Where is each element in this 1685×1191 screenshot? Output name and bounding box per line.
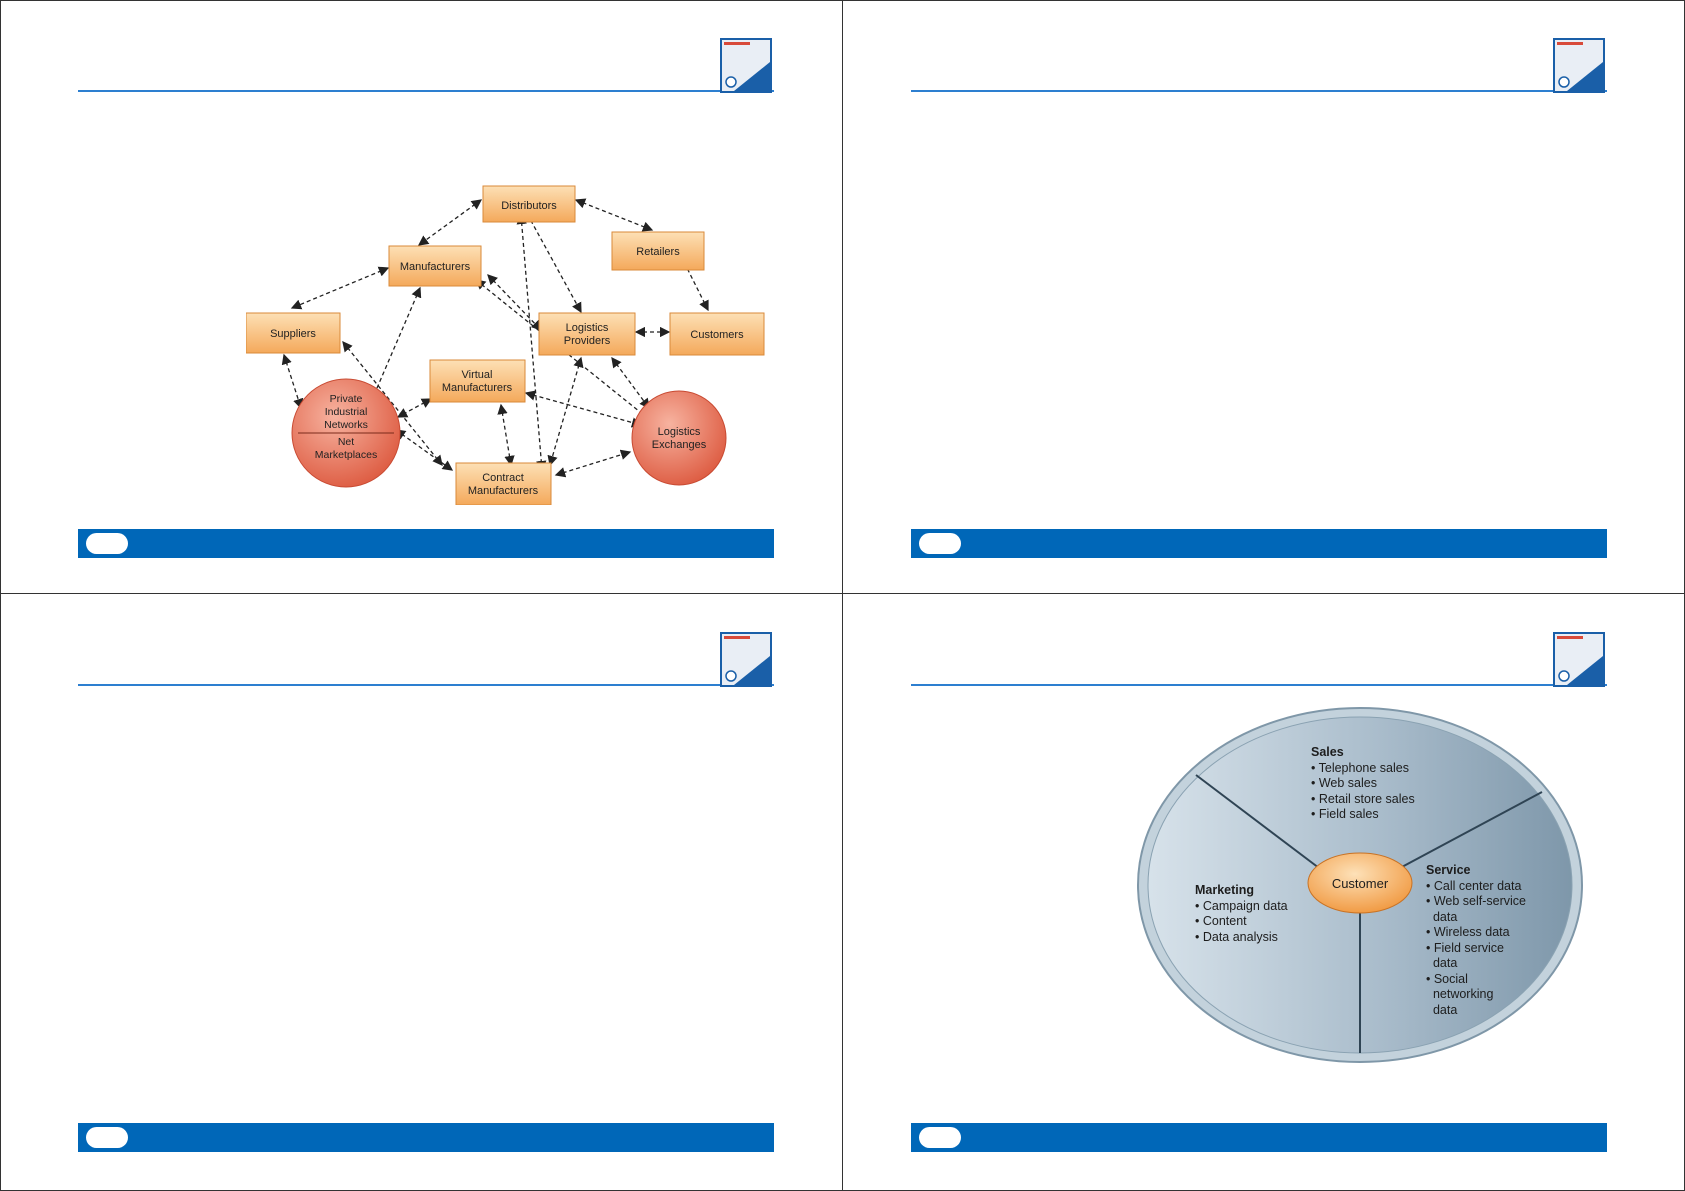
slide-footer-bar — [911, 529, 1607, 558]
node-suppliers-label: Suppliers — [270, 328, 316, 340]
crm-service-item: data — [1426, 956, 1457, 970]
node-logistics-providers: Logistics Providers — [538, 312, 636, 356]
horizontal-divider — [0, 593, 1685, 594]
node-customers: Customers — [669, 312, 765, 356]
slide-blank-top-right — [833, 0, 1675, 593]
crm-marketing-title: Marketing — [1195, 883, 1254, 897]
slide-number-pill — [86, 533, 128, 554]
node-net-marketplaces-label-2: Marketplaces — [315, 449, 377, 461]
title-rule — [911, 90, 1607, 92]
node-private-networks: Private Industrial Networks Net Marketpl… — [291, 378, 401, 488]
node-distributors: Distributors — [482, 185, 576, 223]
crm-customer-node: Customer — [1307, 852, 1413, 914]
node-manufacturers: Manufacturers — [388, 245, 482, 287]
node-contract-manufacturers: Contract Manufacturers — [455, 462, 552, 505]
node-private-networks-label-2: Industrial — [325, 406, 368, 418]
node-customers-label: Customers — [690, 329, 744, 341]
slide-number-pill — [919, 1127, 961, 1148]
node-retailers-label: Retailers — [636, 246, 680, 258]
node-retailers: Retailers — [611, 231, 705, 271]
node-virtual-manufacturers-label-2: Manufacturers — [442, 382, 513, 394]
book-logo-icon — [1553, 632, 1605, 687]
book-logo-icon — [1553, 38, 1605, 93]
book-logo-icon — [720, 38, 772, 93]
slide-number-pill — [86, 1127, 128, 1148]
slide-footer-bar — [911, 1123, 1607, 1152]
crm-marketing-item: • Campaign data — [1195, 899, 1288, 913]
crm-sales-title: Sales — [1311, 745, 1344, 759]
supply-chain-diagram: Distributors Manufacturers Retailers Sup… — [246, 180, 766, 505]
node-contract-manufacturers-label-2: Manufacturers — [468, 485, 539, 497]
crm-sales-item: • Retail store sales — [1311, 792, 1415, 806]
crm-service-item: • Field service — [1426, 941, 1504, 955]
node-private-networks-label-3: Networks — [324, 419, 368, 431]
crm-service-item: networking — [1426, 987, 1493, 1001]
slide-crm: Customer Sales • Telephone sales • Web s… — [833, 594, 1675, 1187]
node-virtual-manufacturers-label-1: Virtual — [462, 369, 493, 381]
title-rule — [78, 684, 774, 686]
node-logistics-providers-label-2: Providers — [564, 335, 611, 347]
crm-service-item: • Call center data — [1426, 879, 1521, 893]
crm-sales-item: • Telephone sales — [1311, 761, 1409, 775]
vertical-divider — [842, 0, 843, 1191]
node-private-networks-label-1: Private — [330, 393, 363, 405]
node-logistics-exchanges: Logistics Exchanges — [631, 390, 727, 486]
supply-chain-arrows — [281, 198, 709, 478]
crm-marketing-section: Marketing • Campaign data • Content • Da… — [1195, 883, 1288, 944]
node-manufacturers-label: Manufacturers — [400, 261, 471, 273]
crm-sales-item: • Web sales — [1311, 776, 1377, 790]
title-rule — [78, 90, 774, 92]
node-logistics-exchanges-label-2: Exchanges — [652, 439, 707, 451]
crm-customer-label: Customer — [1332, 876, 1389, 891]
slide-footer-bar — [78, 1123, 774, 1152]
slide-footer-bar — [78, 529, 774, 558]
slide-supply-chain: Distributors Manufacturers Retailers Sup… — [0, 0, 842, 593]
node-logistics-exchanges-label-1: Logistics — [658, 426, 701, 438]
crm-diagram: Customer Sales • Telephone sales • Web s… — [1137, 707, 1583, 1063]
slide-number-pill — [919, 533, 961, 554]
title-rule — [911, 684, 1607, 686]
node-distributors-label: Distributors — [501, 200, 557, 212]
node-logistics-providers-label-1: Logistics — [566, 322, 609, 334]
crm-service-item: • Wireless data — [1426, 925, 1510, 939]
node-suppliers: Suppliers — [246, 312, 341, 354]
node-net-marketplaces-label-1: Net — [338, 436, 354, 448]
crm-marketing-item: • Data analysis — [1195, 930, 1278, 944]
crm-service-item: data — [1426, 1003, 1457, 1017]
crm-sales-section: Sales • Telephone sales • Web sales • Re… — [1311, 745, 1415, 821]
crm-service-section: Service • Call center data • Web self-se… — [1426, 863, 1526, 1017]
book-logo-icon — [720, 632, 772, 687]
slide-blank-bottom-left — [0, 594, 842, 1187]
node-contract-manufacturers-label-1: Contract — [482, 472, 524, 484]
crm-service-item: • Web self-service — [1426, 894, 1526, 908]
crm-service-item: data — [1426, 910, 1457, 924]
crm-dividers — [1195, 774, 1543, 1053]
crm-sales-item: • Field sales — [1311, 807, 1379, 821]
node-virtual-manufacturers: Virtual Manufacturers — [429, 359, 526, 403]
crm-service-title: Service — [1426, 863, 1471, 877]
crm-service-item: • Social — [1426, 972, 1468, 986]
crm-marketing-item: • Content — [1195, 914, 1247, 928]
